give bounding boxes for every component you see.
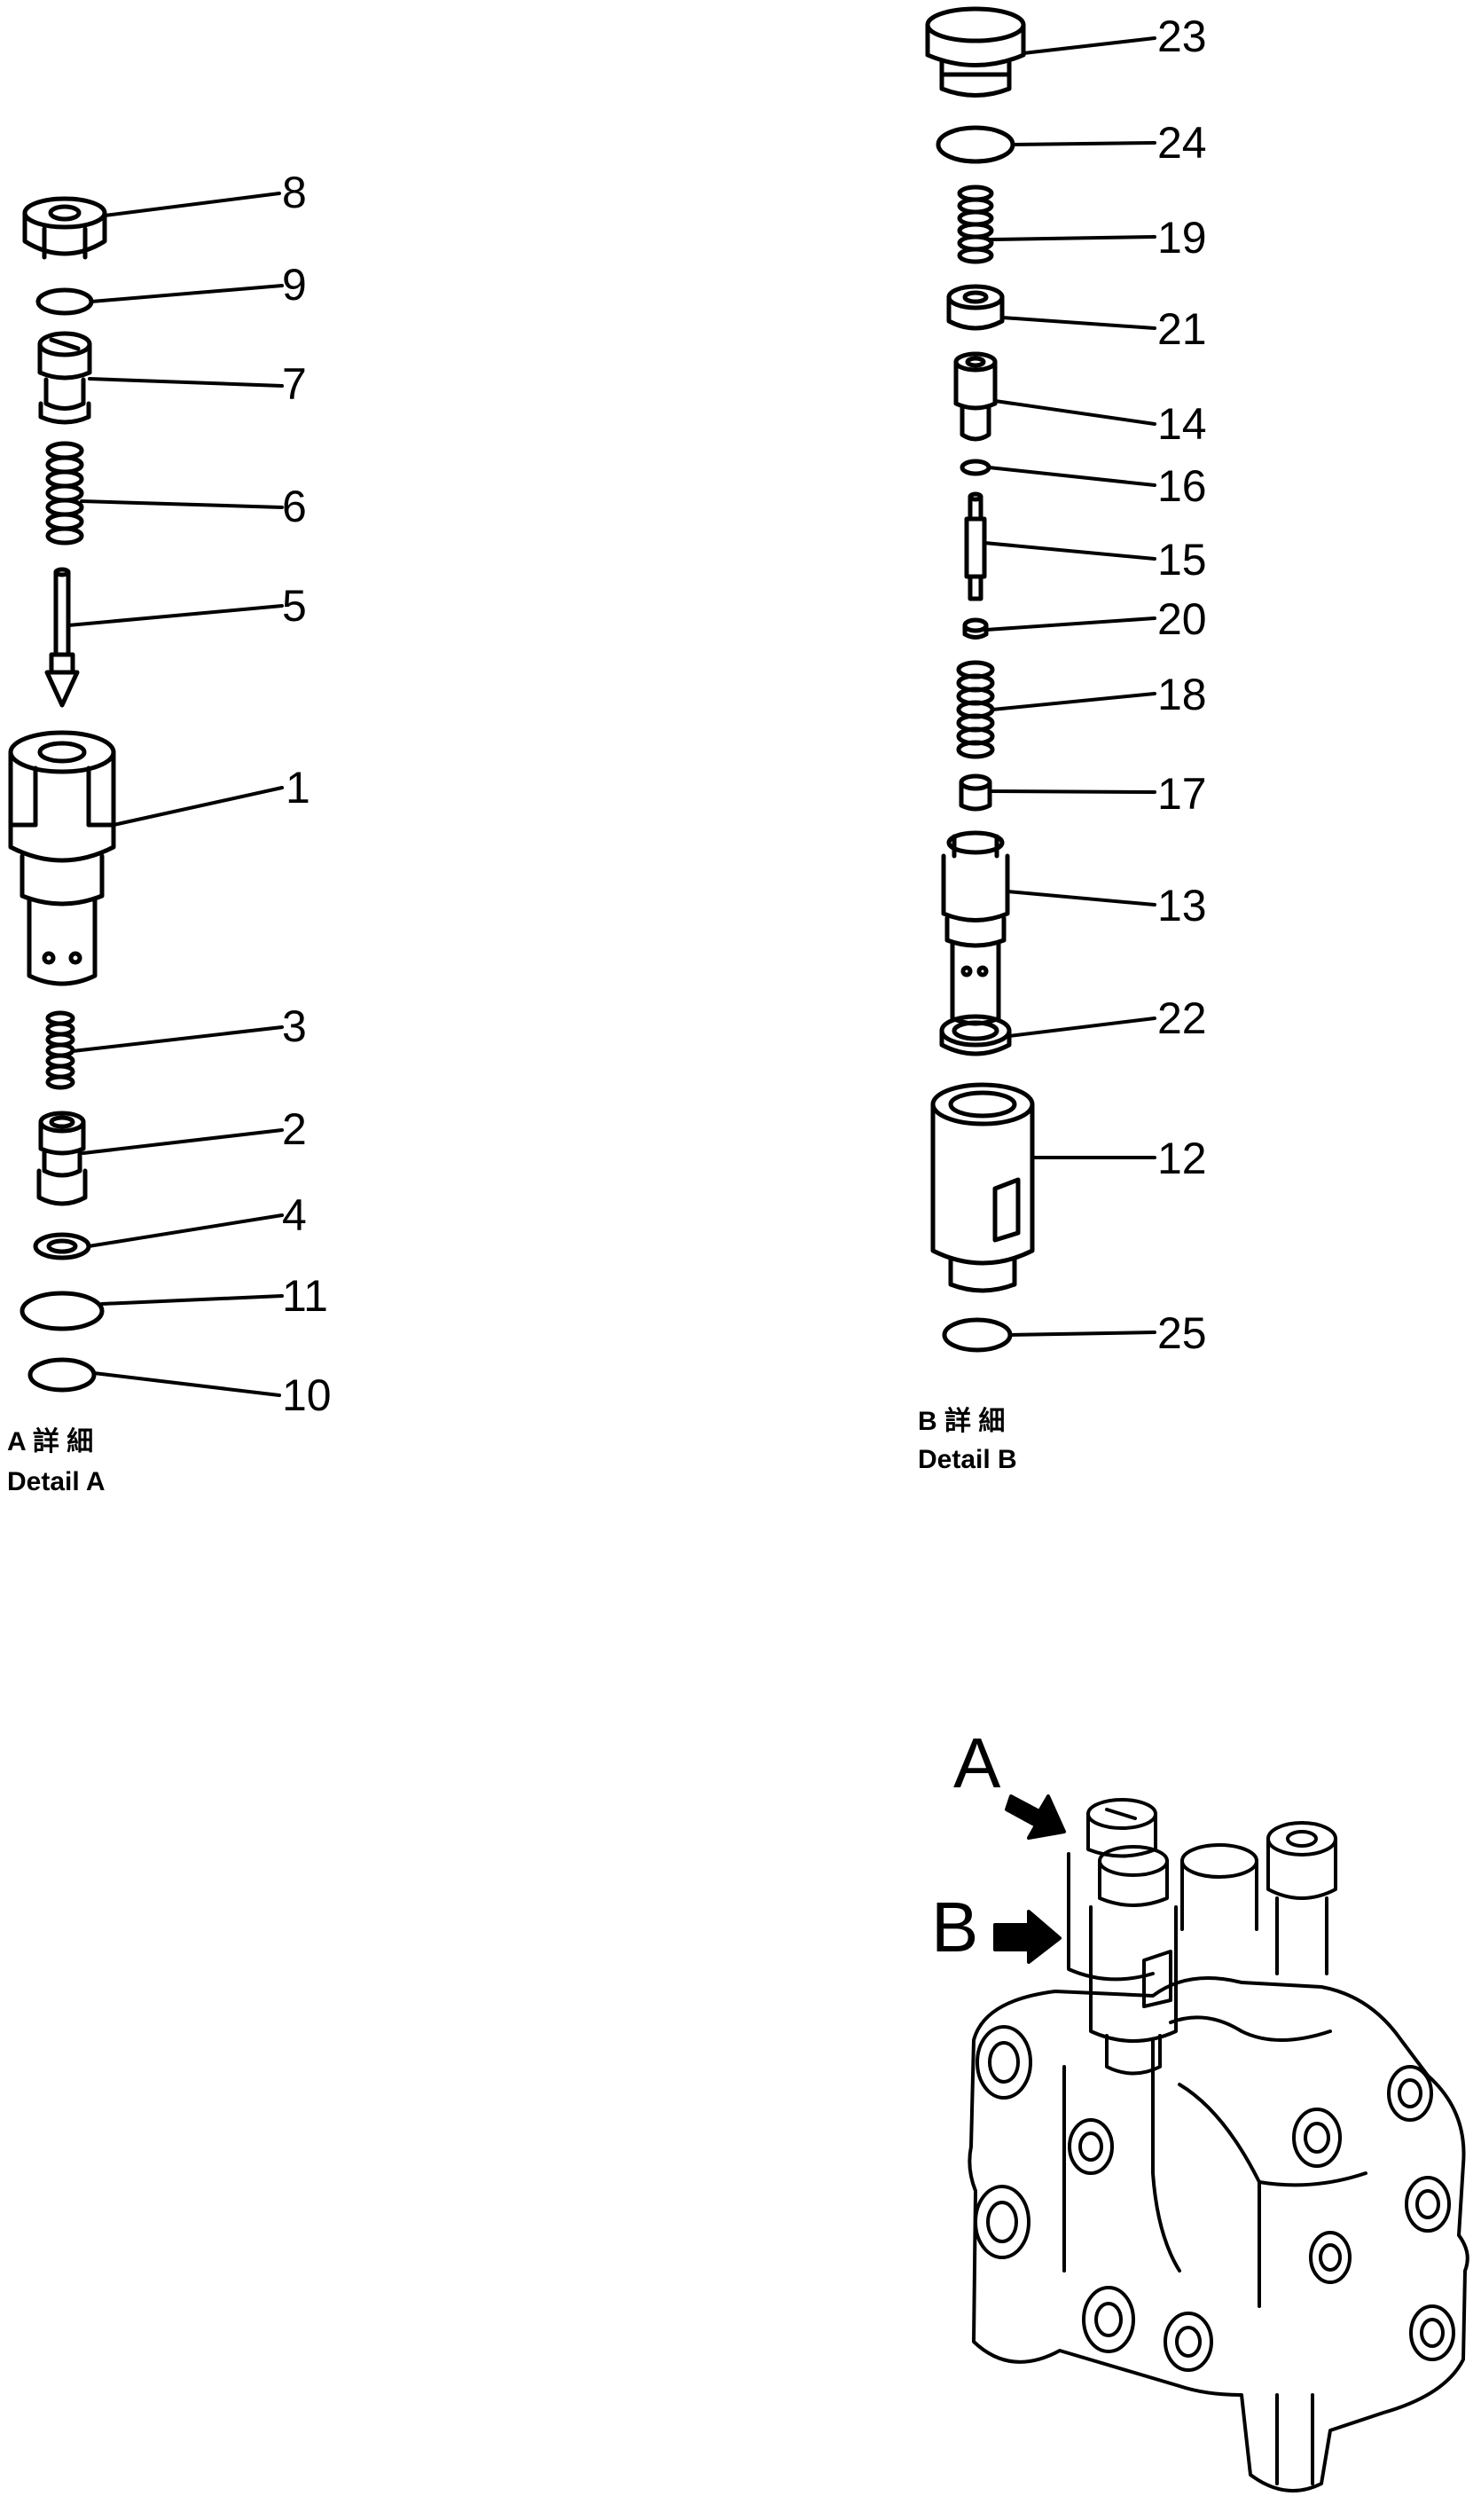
label-part-4: 4 [282, 1190, 307, 1240]
label-part-9: 9 [282, 260, 307, 310]
label-part-12: 12 [1157, 1134, 1207, 1183]
part-12-cartridge-body [930, 1082, 1035, 1293]
label-part-15: 15 [1157, 535, 1207, 585]
label-part-7: 7 [282, 359, 307, 409]
part-23-cap [925, 6, 1026, 98]
part-18-spring [956, 660, 995, 759]
part-7-plug [37, 331, 92, 425]
part-13-sleeve [941, 830, 1010, 1026]
valve-assembly [968, 1794, 1469, 2493]
label-part-18: 18 [1157, 670, 1207, 719]
part-4-washer [33, 1232, 91, 1260]
part-25-o-ring [942, 1317, 1013, 1353]
label-part-23: 23 [1157, 12, 1207, 61]
label-part-20: 20 [1157, 594, 1207, 644]
label-part-2: 2 [282, 1104, 307, 1154]
label-part-25: 25 [1157, 1308, 1207, 1358]
label-part-19: 19 [1157, 213, 1207, 263]
detail-b-caption-jp: B 詳 細 [918, 1406, 1005, 1436]
label-part-21: 21 [1157, 304, 1207, 354]
part-5-needle [44, 567, 80, 708]
part-21-nut [946, 284, 1005, 331]
detail-a-caption-en: Detail A [7, 1467, 106, 1496]
label-part-17: 17 [1157, 769, 1207, 819]
detail-b-caption-en: Detail B [918, 1445, 1017, 1474]
leader-lines-a [67, 192, 284, 1397]
detail-b-labels: 23 24 19 21 14 16 15 20 18 17 13 22 12 2… [918, 12, 1207, 1474]
detail-a-caption-jp: A 詳 細 [7, 1426, 93, 1456]
part-16-o-ring [960, 459, 991, 476]
detail-a-labels: 8 9 7 6 5 1 3 2 4 11 10 A 詳 細 Detail A [7, 168, 332, 1496]
label-part-1: 1 [286, 763, 310, 813]
part-24-o-ring [936, 125, 1015, 164]
leader-lines-b [983, 36, 1156, 1337]
part-6-spring [45, 441, 84, 546]
assembly-arrow-a-label: A [953, 1723, 1001, 1802]
label-part-5: 5 [282, 581, 307, 631]
label-part-6: 6 [282, 482, 307, 531]
assembly-arrow-b-label: B [931, 1888, 978, 1967]
part-8-nut [22, 196, 107, 260]
label-part-14: 14 [1157, 399, 1207, 449]
part-17-cup [959, 773, 992, 812]
label-part-16: 16 [1157, 461, 1207, 511]
label-part-8: 8 [282, 168, 307, 217]
label-part-10: 10 [282, 1370, 332, 1420]
part-2-poppet [36, 1111, 88, 1206]
label-part-3: 3 [282, 1001, 307, 1051]
part-10-o-ring [27, 1357, 97, 1393]
part-22-seal-ring [939, 1014, 1012, 1056]
label-part-11: 11 [282, 1271, 328, 1321]
label-part-13: 13 [1157, 881, 1207, 930]
part-11-o-ring [20, 1291, 105, 1331]
part-15-pin [964, 491, 987, 601]
part-19-spring [957, 184, 994, 264]
part-20-collar [962, 617, 989, 640]
label-part-22: 22 [1157, 993, 1207, 1043]
part-9-o-ring [35, 287, 94, 316]
part-3-spring [45, 1010, 75, 1090]
part-14-spool [953, 351, 998, 442]
label-part-24: 24 [1157, 118, 1207, 168]
part-1-valve-body [8, 730, 116, 986]
